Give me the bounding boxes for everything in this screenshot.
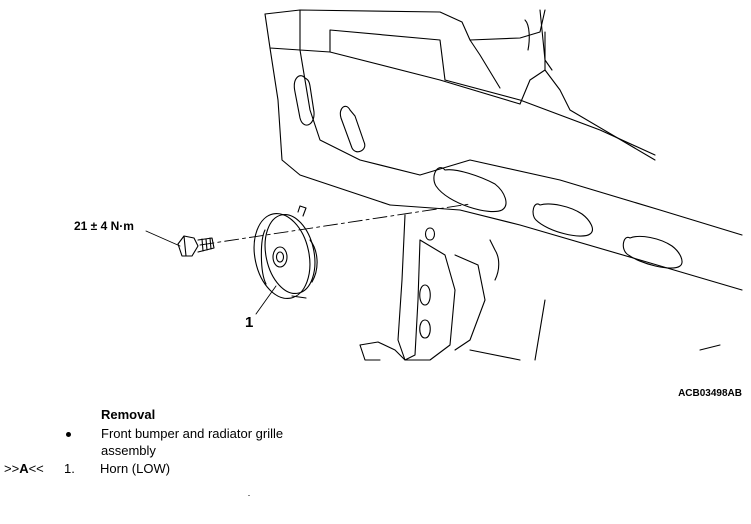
step-marker-prefix: >> — [4, 461, 20, 476]
part-1-leader-line — [255, 285, 277, 315]
bolt-drawing — [177, 235, 215, 257]
alignment-line — [199, 203, 471, 246]
figure-code: ACB03498AB — [678, 388, 742, 399]
stray-mark — [248, 495, 250, 496]
step-number: 1. — [64, 461, 75, 476]
removal-heading: Removal — [101, 407, 156, 422]
torque-leader-line — [145, 230, 181, 247]
horn-drawing — [253, 205, 318, 299]
procedure-section: Removal Front bumper and radiator grille… — [0, 405, 751, 524]
step-marker-suffix: << — [28, 461, 44, 476]
step-text: Horn (LOW) — [100, 461, 171, 476]
removal-item: Front bumper and radiator grille assembl… — [101, 426, 284, 458]
exploded-view-illustration — [145, 9, 743, 361]
bullet-dot-icon — [66, 432, 71, 437]
radiator-support-frame-drawing — [264, 9, 743, 361]
part-number-callout: 1 — [245, 314, 254, 331]
torque-spec-label: 21 ± 4 N·m — [74, 219, 134, 233]
step-marker-letter: A — [19, 461, 29, 476]
step-marker: >>A<< — [4, 461, 44, 476]
